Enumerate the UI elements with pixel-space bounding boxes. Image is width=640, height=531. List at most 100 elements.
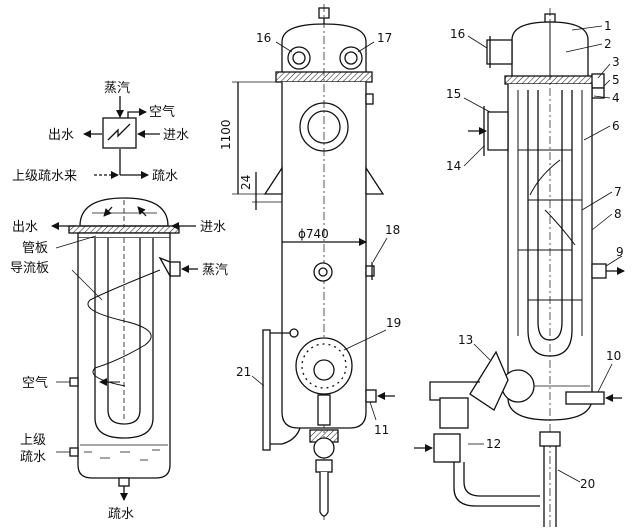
- cut-leader-1: [571, 25, 603, 31]
- front-port-19-bolts: [301, 343, 347, 389]
- section-steam-nozzle: [169, 261, 181, 277]
- cut-leader-16: [467, 35, 488, 49]
- cut-label-14: 14: [446, 159, 461, 173]
- heater-symbol-box: [102, 117, 137, 149]
- front-label-18: 18: [385, 223, 400, 237]
- cut-leader-10: [597, 363, 613, 393]
- front-level-gauge: [262, 329, 271, 451]
- cut-leader-5: [603, 79, 611, 87]
- cut-leader-6: [583, 125, 611, 141]
- front-support-right: [365, 165, 385, 195]
- cut-label-20: 20: [580, 477, 595, 491]
- cut-leader-13: [473, 343, 491, 361]
- cut-leader-3: [597, 63, 611, 79]
- dim-diameter-text: ϕ740: [298, 227, 329, 241]
- leader-17: [357, 41, 375, 53]
- cut-label-16: 16: [450, 27, 465, 41]
- cut-drain-pipe-lower-inner: [463, 462, 540, 497]
- cut-leader-2: [565, 43, 603, 53]
- section-water-in-label: 进水: [200, 220, 226, 235]
- cut-flange-bolt-3: [591, 73, 605, 89]
- dim-24-text: 24: [239, 175, 253, 190]
- front-port-flange-inner: [318, 267, 328, 277]
- front-view: [232, 4, 395, 520]
- cut-leader-15: [463, 97, 491, 113]
- section-air-vent: [69, 377, 79, 387]
- section-air-label: 空气: [22, 375, 48, 391]
- front-port-19-nozzle: [313, 359, 335, 381]
- schematic-symbol: [83, 96, 160, 179]
- front-label-19: 19: [386, 316, 401, 330]
- cut-label-10: 10: [606, 349, 621, 363]
- cut-drain-valve-12: [433, 433, 461, 463]
- front-support-left: [263, 165, 283, 195]
- cut-leader-8: [591, 213, 613, 231]
- front-drain-pipe: [317, 394, 331, 426]
- cut-label-3: 3: [612, 55, 620, 69]
- section-drain-nozzle: [118, 477, 130, 487]
- front-small-nozzle: [365, 93, 374, 105]
- section-chamber-flow-left: [103, 206, 113, 217]
- section-baffle-leader: [71, 269, 103, 301]
- front-label-16: 16: [256, 31, 271, 45]
- cut-label-1: 1: [604, 19, 612, 33]
- front-label-11: 11: [374, 423, 389, 437]
- cut-bottom-flange: [539, 431, 561, 447]
- schematic-drain-label: 疏水: [152, 169, 178, 184]
- front-label-17: 17: [377, 31, 392, 45]
- cut-nozzle-10: [565, 391, 605, 405]
- leader-11: [369, 401, 377, 421]
- cut-float-ball: [501, 369, 535, 403]
- section-upper-drain-nozzle: [69, 447, 79, 457]
- leader-19: [343, 329, 387, 351]
- schematic-steam-label: 蒸汽: [104, 81, 130, 96]
- section-flange: [68, 225, 180, 234]
- section-drain-label: 疏水: [108, 507, 134, 522]
- front-nozzle-17: [339, 46, 363, 70]
- cut-steam-nozzle: [487, 111, 509, 151]
- leader-18: [372, 237, 388, 263]
- front-nozzle-11: [365, 389, 377, 403]
- section-tube-plate-label: 管板: [22, 241, 48, 256]
- cut-outlet-pipe-20: [543, 446, 557, 527]
- section-outer-u-tube: [94, 238, 154, 439]
- cut-leader-7: [581, 191, 613, 211]
- cut-drain-valve-body: [439, 397, 469, 429]
- cut-steam-flow: [529, 159, 576, 246]
- section-baffle-flow: [87, 269, 161, 387]
- cut-label-8: 8: [614, 207, 622, 221]
- front-drain-outlet: [319, 472, 329, 517]
- cut-label-6: 6: [612, 119, 620, 133]
- schematic-air-arrow: [127, 108, 147, 118]
- cut-label-15: 15: [446, 87, 461, 101]
- section-baffle-label: 导流板: [10, 261, 49, 276]
- cut-label-9: 9: [616, 245, 624, 259]
- section-steam-deflector: [158, 256, 171, 279]
- section-water-out-label: 出水: [12, 220, 38, 235]
- cut-leader-9: [605, 255, 623, 267]
- front-nozzle-16-inner: [292, 51, 306, 65]
- front-drain-coupling: [315, 459, 333, 473]
- section-tube-plate-leader: [55, 235, 97, 249]
- front-nozzle-18: [365, 265, 375, 277]
- section-drain-water-marks: [84, 449, 160, 461]
- leader-21: [251, 375, 265, 387]
- cut-drain-pipe-lower: [453, 462, 540, 507]
- front-label-21: 21: [236, 365, 251, 379]
- front-drain-valve: [313, 437, 335, 459]
- front-gauge-top-valve: [289, 328, 299, 338]
- cut-nozzle-9: [591, 263, 607, 279]
- cut-leader-14: [463, 145, 485, 167]
- section-upper-drain-label-1: 上级: [20, 433, 46, 448]
- cut-label-7: 7: [614, 185, 622, 199]
- schematic-upper-drain-label: 上级疏水来: [12, 169, 77, 184]
- cut-float-valve-13: [469, 350, 509, 411]
- schematic-water-out-label: 出水: [48, 128, 74, 143]
- cut-leader-20: [557, 469, 581, 483]
- cut-leader-4: [593, 95, 611, 99]
- cut-label-12: 12: [486, 437, 501, 451]
- cut-label-4: 4: [612, 91, 620, 105]
- cutaway-view: [414, 8, 625, 527]
